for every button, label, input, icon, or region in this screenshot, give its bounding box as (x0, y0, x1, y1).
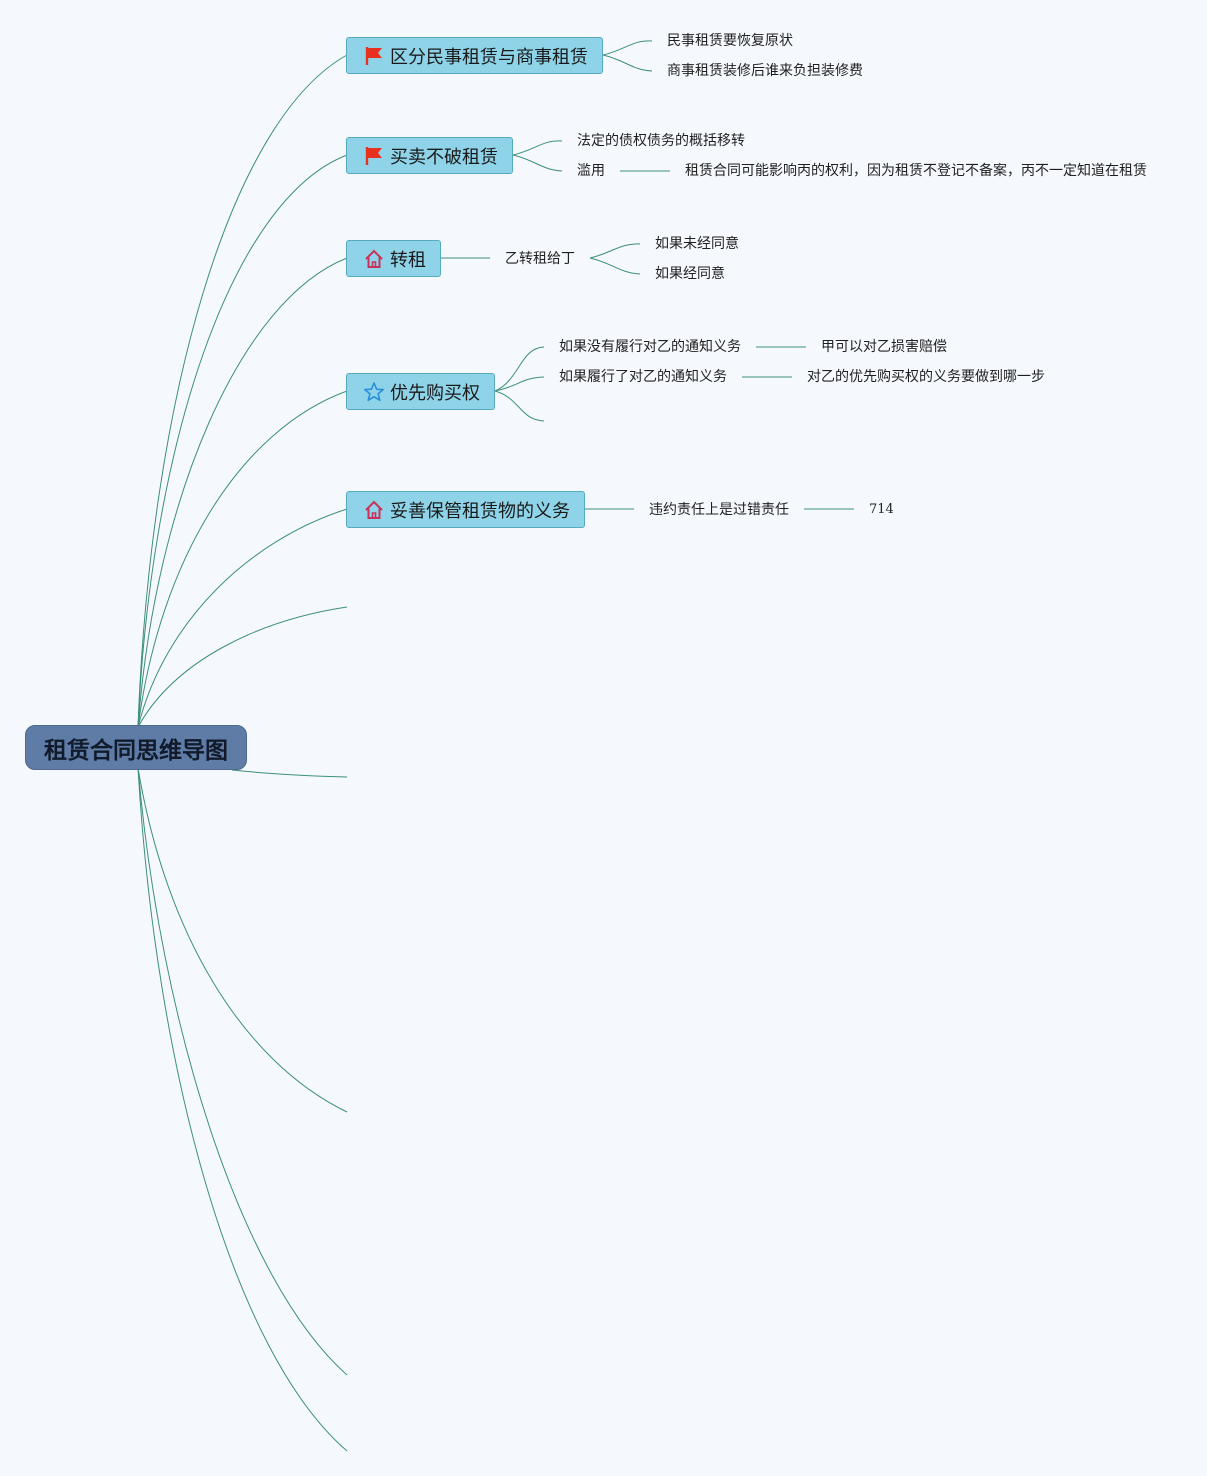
root-topic[interactable]: 租赁合同思维导图 (25, 725, 247, 770)
topic-preemptive-right[interactable]: 优先购买权 (346, 373, 495, 410)
topic-label: 买卖不破租赁 (390, 146, 498, 168)
red-flag-icon (363, 145, 385, 167)
root-topic-label: 租赁合同思维导图 (44, 737, 228, 764)
subtopic-article-number[interactable]: 714 (869, 502, 894, 517)
subtopic-civil-restore[interactable]: 民事租赁要恢复原状 (667, 33, 793, 49)
star-icon (363, 381, 385, 403)
topic-label: 妥善保管租赁物的义务 (390, 500, 570, 522)
subtopic-obligation-extent[interactable]: 对乙的优先购买权的义务要做到哪一步 (807, 369, 1045, 385)
subtopic-abuse[interactable]: 滥用 (577, 163, 605, 179)
house-icon (363, 499, 385, 521)
subtopic-without-consent[interactable]: 如果未经同意 (655, 236, 739, 252)
topic-label: 转租 (390, 249, 426, 271)
topic-label: 优先购买权 (390, 382, 480, 404)
subtopic-abuse-detail[interactable]: 租赁合同可能影响丙的权利，因为租赁不登记不备案，丙不一定知道在租赁 (685, 163, 1147, 179)
topic-safekeeping-duty[interactable]: 妥善保管租赁物的义务 (346, 491, 585, 528)
topic-sublease[interactable]: 转租 (346, 240, 441, 277)
topic-civil-vs-commercial-lease[interactable]: 区分民事租赁与商事租赁 (346, 37, 603, 74)
subtopic-commercial-renovation[interactable]: 商事租赁装修后谁来负担装修费 (667, 63, 863, 79)
subtopic-damages[interactable]: 甲可以对乙损害赔偿 (821, 339, 947, 355)
topic-label: 区分民事租赁与商事租赁 (390, 46, 588, 68)
subtopic-fault-liability[interactable]: 违约责任上是过错责任 (649, 502, 789, 518)
subtopic-notice-given[interactable]: 如果履行了对乙的通知义务 (559, 369, 727, 385)
topic-sale-does-not-break-lease[interactable]: 买卖不破租赁 (346, 137, 513, 174)
house-icon (363, 248, 385, 270)
subtopic-b-sublets-to-d[interactable]: 乙转租给丁 (505, 251, 575, 267)
subtopic-statutory-transfer[interactable]: 法定的债权债务的概括移转 (577, 133, 745, 149)
subtopic-no-notice[interactable]: 如果没有履行对乙的通知义务 (559, 339, 741, 355)
subtopic-with-consent[interactable]: 如果经同意 (655, 266, 725, 282)
red-flag-icon (363, 45, 385, 67)
